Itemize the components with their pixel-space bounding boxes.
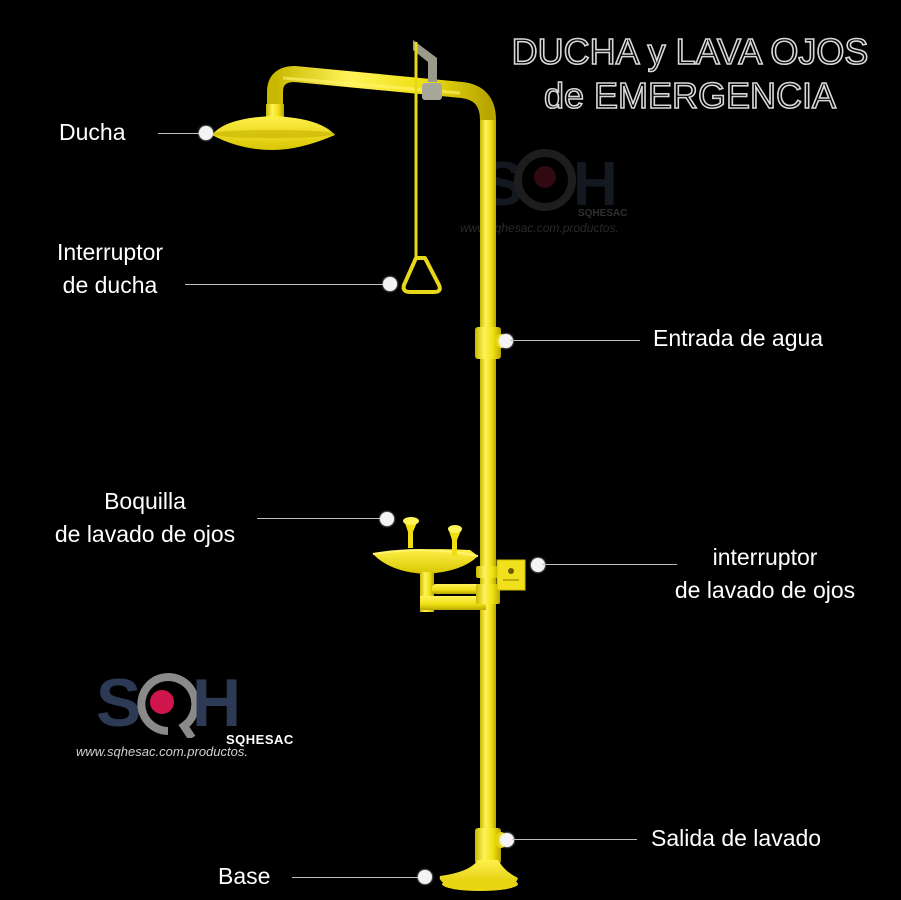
label-eyewash-switch: interruptor de lavado de ojos (650, 541, 880, 607)
label-eyewash-switch-line-1: interruptor (712, 544, 818, 570)
label-shower-switch-line-1: Interruptor (56, 239, 164, 265)
leader-line-shower-switch (185, 284, 385, 285)
label-eyewash-switch-line-2: de lavado de ojos (674, 577, 856, 603)
leader-line-drain-outlet (512, 839, 637, 840)
sqh-logo-mark: S H (96, 668, 241, 738)
leader-line-eyewash-nozzle (257, 518, 382, 519)
svg-text:SQHESAC: SQHESAC (578, 208, 627, 219)
callout-dot-eyewash-nozzle (380, 512, 394, 526)
page-title: DUCHA y LAVA OJOS de EMERGENCIA (500, 30, 880, 118)
svg-text:www.sqhesac.com.productos.: www.sqhesac.com.productos. (460, 221, 619, 235)
label-base: Base (218, 863, 271, 889)
leader-line-base (292, 877, 420, 878)
watermark-logo-faint: S H SQHESAC www.sqhesac.com.productos. (460, 149, 627, 235)
callout-dot-shower-switch (383, 277, 397, 291)
svg-text:H: H (192, 668, 241, 738)
label-shower: Ducha (59, 119, 126, 145)
title-line-1: DUCHA y LAVA OJOS (511, 30, 869, 73)
watermark-logo: S H SQHESAC www.sqhesac.com.productos. (76, 668, 296, 759)
leader-line-shower (158, 133, 206, 134)
callout-dot-eyewash-switch (531, 558, 545, 572)
title-line-2: de EMERGENCIA (543, 74, 837, 117)
callout-dot-shower (199, 126, 213, 140)
svg-text:S: S (96, 668, 141, 738)
logo-brand-name: SQHESAC (226, 732, 294, 747)
leader-line-eyewash-switch (542, 564, 677, 565)
logo-url: www.sqhesac.com.productos. (76, 744, 248, 759)
leader-line-water-inlet (510, 340, 640, 341)
label-drain-outlet: Salida de lavado (651, 825, 822, 851)
label-eyewash-nozzle-line-1: Boquilla (104, 488, 186, 514)
callout-dot-base (418, 870, 432, 884)
label-eyewash-nozzle-line-2: de lavado de ojos (54, 521, 236, 547)
label-shower-switch-line-2: de ducha (62, 272, 158, 298)
label-eyewash-nozzle: Boquilla de lavado de ojos (30, 485, 260, 551)
callout-dot-drain-outlet (500, 833, 514, 847)
label-shower-switch: Interruptor de ducha (40, 236, 180, 302)
callout-dot-water-inlet (499, 334, 513, 348)
label-water-inlet: Entrada de agua (653, 325, 824, 351)
svg-text:H: H (573, 150, 618, 219)
